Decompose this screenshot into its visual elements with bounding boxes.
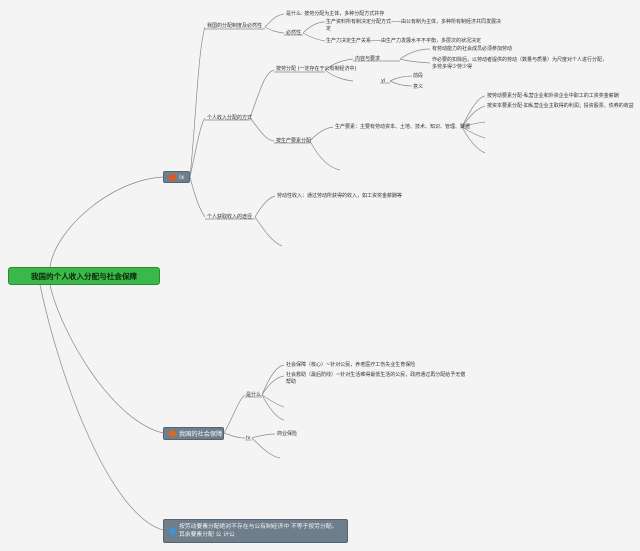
node-yi-2[interactable]: 意义 <box>413 84 424 90</box>
node-yi-1[interactable]: 前段 <box>413 73 424 79</box>
node-content-requirements[interactable]: 内容与要求 <box>355 56 381 62</box>
root-node[interactable]: 我国的个人收入分配与社会保障 <box>8 267 160 285</box>
node-yi[interactable]: yi <box>381 78 386 84</box>
node-what-is[interactable]: 是什么: 按劳分配为主体，多种分配方式并存 <box>286 11 385 17</box>
assistance-line1: 社会救助（最后防线）~针对生活难得最低生活的公民，政府通过再分配给予无偿 <box>286 372 466 378</box>
branch-social-security[interactable]: 我国的社会保障 <box>163 427 224 440</box>
node-factor-labor[interactable]: 按劳动要素分配-私营企业和外资企业中职工的工资奖金薪酬 <box>487 93 619 99</box>
branch-income-label: ix <box>179 173 185 181</box>
orange-circle-icon <box>169 430 176 437</box>
req2-line2: 多劳多得少劳少得 <box>432 63 473 70</box>
reason1-line1: 生产资料所有制决定分配方式——由公有制为主体，多种所有制经济共同发展决 <box>326 19 502 25</box>
req2-line1: 作必要的扣除后，以劳动者提供的劳动（数量与质量）为尺度对个人进行分配， <box>432 57 608 63</box>
node-req-1[interactable]: 有劳动能力的社会成员必须参加劳动 <box>432 46 513 52</box>
node-basic-system[interactable]: 我国的分配制度及必然性 <box>207 23 263 29</box>
node-social-insurance[interactable]: 社会保障（核心）~针对公民，养老医疗工伤失业生育保险 <box>286 362 416 368</box>
note-line1: 按劳动要素分配绝对不存在与公有制经济中 不等于按劳分配。 <box>179 524 338 530</box>
node-security-iv[interactable]: iv <box>246 435 251 441</box>
node-security-what[interactable]: 是什么 <box>246 392 262 398</box>
node-necessity[interactable]: 必然性 <box>286 30 302 36</box>
node-labor-income[interactable]: 劳动性收入：通过劳动所获得的收入，如工资奖金薪酬等 <box>277 193 403 199</box>
node-reason-ownership[interactable]: 生产资料所有制决定分配方式——由公有制为主体，多种所有制经济共同发展决 定 <box>326 19 501 32</box>
node-personal-methods[interactable]: 个人收入分配的方式 <box>207 115 253 121</box>
node-income-ways[interactable]: 个人获取收入的途径 <box>207 214 253 220</box>
node-by-factors[interactable]: 按生产要素分配 <box>276 138 312 144</box>
reason1-line2: 定 <box>326 25 332 32</box>
red-circle-icon <box>169 173 176 181</box>
branch-income-distribution[interactable]: ix <box>163 171 190 183</box>
branch-security-label: 我国的社会保障 <box>179 431 223 438</box>
node-factor-capital[interactable]: 按资本要素分配-如私营企业主取得的利润；投资股票、债券的收益 <box>487 103 634 109</box>
node-reason-productivity[interactable]: 生产力决定生产关系——由生产力发展水平不平衡，多层次的状况决定 <box>326 38 482 44</box>
note-line2: 其余要素分配 公 计公 <box>179 532 235 538</box>
assistance-line2: 帮助 <box>286 378 297 385</box>
node-commercial-insurance[interactable]: 商业保险 <box>277 431 298 437</box>
blue-circle-icon <box>169 527 176 535</box>
node-factors-list[interactable]: 生产要素：主要有劳动资本、土地、技术、知识、管理、数据 <box>335 124 471 130</box>
branch-note[interactable]: 按劳动要素分配绝对不存在与公有制经济中 不等于按劳分配。 其余要素分配 公 计公 <box>163 519 348 543</box>
node-social-assistance[interactable]: 社会救助（最后防线）~针对生活难得最低生活的公民，政府通过再分配给予无偿 帮助 <box>286 372 465 385</box>
node-req-2[interactable]: 作必要的扣除后，以劳动者提供的劳动（数量与质量）为尺度对个人进行分配， 多劳多得… <box>432 57 607 70</box>
node-by-labor[interactable]: 按劳分配 (一定存在于公有制经济中) <box>276 66 357 72</box>
